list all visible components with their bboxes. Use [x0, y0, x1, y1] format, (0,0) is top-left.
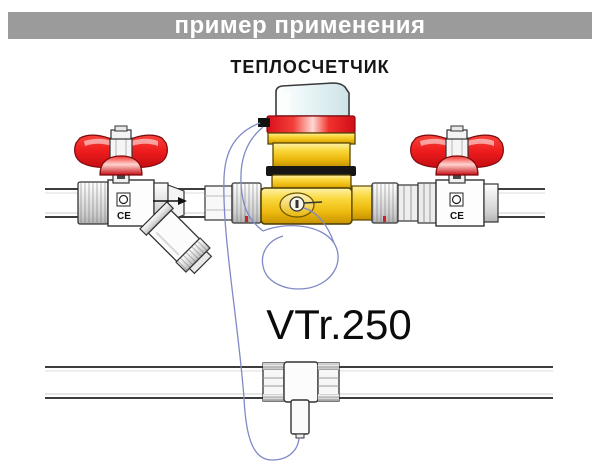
sensor-port	[289, 196, 323, 212]
header-title: пример применения	[174, 12, 426, 39]
tee-model-label: VTr.250	[266, 301, 412, 348]
y-strainer	[139, 201, 213, 275]
ce-mark-left: CE	[117, 211, 131, 222]
heat-meter	[258, 82, 419, 225]
flow-arrow-icon	[153, 197, 187, 205]
union-fitting	[204, 182, 262, 224]
brand-emblem-icon	[116, 192, 131, 207]
header-bar: пример применения	[8, 12, 592, 39]
red-mark	[383, 216, 386, 222]
ball-valve-right: CE	[410, 125, 504, 227]
ball-valve-left: CE	[74, 125, 185, 227]
sensor-wire	[223, 122, 339, 461]
meter-black-ring	[266, 166, 356, 176]
wire-connector	[258, 118, 270, 127]
ce-mark-right: CE	[450, 211, 464, 222]
valve-handle-right-icon	[410, 125, 504, 184]
tee-fitting-vtr250	[262, 361, 340, 439]
meter-dome	[275, 82, 350, 117]
red-mark	[245, 216, 248, 222]
temperature-sensor-pocket	[290, 399, 310, 439]
heat-meter-label: ТЕПЛОСЧЕТЧИК	[230, 57, 390, 77]
brand-emblem-icon	[449, 192, 464, 207]
valve-handle-left-icon	[74, 125, 168, 184]
meter-red-band	[266, 115, 356, 134]
